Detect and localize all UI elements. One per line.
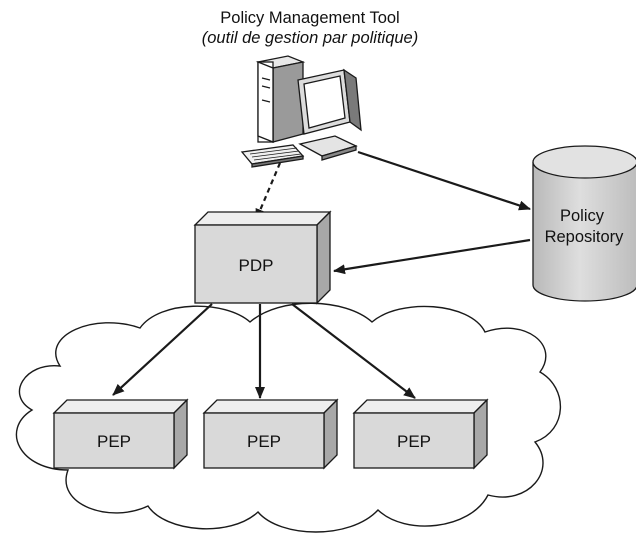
pep-label-1: PEP: [97, 432, 131, 451]
policy-repository: [532, 145, 636, 302]
tool-subtitle: (outil de gestion par politique): [202, 29, 418, 47]
pep-box-1: [52, 398, 189, 470]
pdp-to-pep3-arrow: [291, 303, 416, 399]
pep-label-2: PEP: [247, 432, 281, 451]
pep-box-2: [202, 398, 339, 470]
workstation-icon: [240, 55, 362, 168]
repository-label-line2: Repository: [545, 228, 625, 246]
tool-title: Policy Management Tool: [220, 9, 399, 27]
pep-box-3: [352, 398, 489, 470]
repository-label-line1: Policy: [560, 207, 605, 225]
repository-to-pdp-arrow: [333, 238, 531, 275]
pep-label-3: PEP: [397, 432, 431, 451]
tool-to-pdp-arrow: [254, 162, 282, 221]
tool-to-repository-arrow: [357, 150, 531, 211]
pdp-to-pep1-arrow: [112, 303, 213, 396]
pdp-label: PDP: [239, 256, 274, 275]
pdp-box: [193, 210, 332, 305]
